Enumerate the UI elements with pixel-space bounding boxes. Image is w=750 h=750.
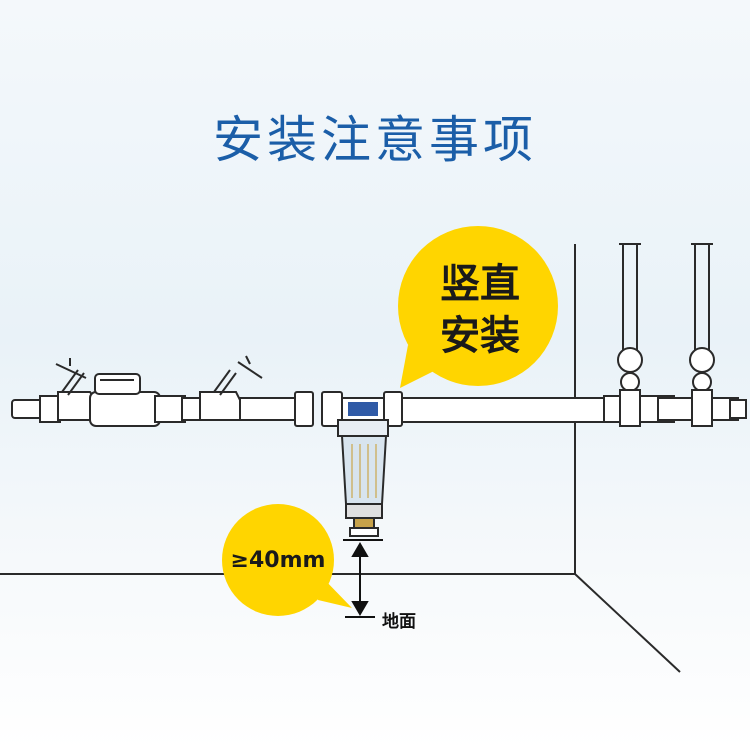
page-title: 安装注意事项 (213, 111, 537, 169)
ground-label: 地面 (382, 612, 416, 632)
clearance-callout: ≥40mm (230, 548, 326, 573)
main-pipe (239, 391, 609, 427)
prefilter-unit (337, 397, 389, 537)
callout-bubble-clearance (222, 504, 352, 616)
clearance-dimension (343, 539, 383, 618)
right-pipe-assembly (603, 243, 747, 427)
callout-bubble-vertical (398, 226, 558, 388)
vertical-install-callout: 竖直 安装 (425, 258, 535, 362)
wall-floor-edge (574, 573, 681, 673)
callout-line-1: 竖直 (440, 261, 520, 307)
callout-line-2: 安装 (440, 313, 520, 359)
water-meter-assembly (11, 355, 263, 427)
